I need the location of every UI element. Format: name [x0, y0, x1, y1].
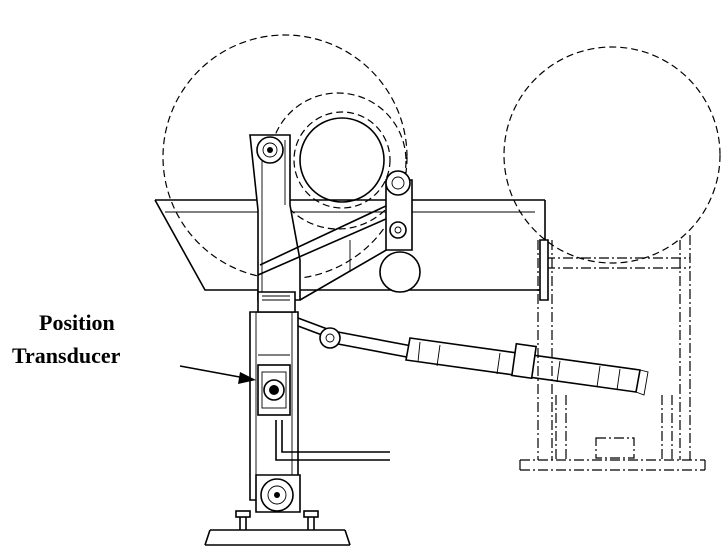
diagonal-link-arm	[257, 204, 396, 301]
transducer-leader-arrow	[179, 365, 256, 384]
column-hose	[275, 420, 390, 461]
tray-platform	[154, 199, 546, 291]
left-pivot-arm	[249, 134, 301, 301]
base-plate	[204, 510, 351, 546]
right-pivot-arm	[385, 170, 413, 251]
hydraulic-cylinder	[297, 317, 649, 396]
base-pivot	[255, 474, 301, 513]
position-transducer-device	[257, 354, 291, 416]
label-transducer: Transducer	[12, 343, 121, 368]
right-support-frame	[519, 235, 706, 471]
counterweight	[379, 251, 421, 293]
right-roll-dashed-outline	[503, 46, 721, 264]
label-position: Position	[39, 310, 115, 335]
